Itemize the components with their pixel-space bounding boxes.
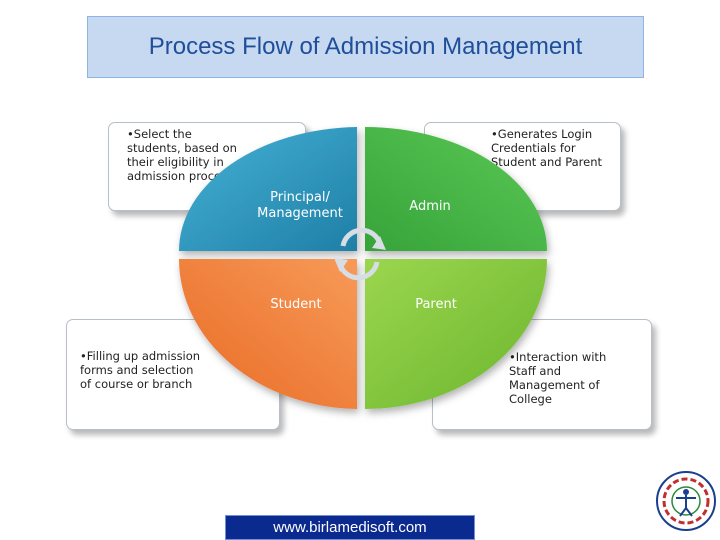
note-line: •Select the bbox=[127, 127, 192, 141]
company-logo-icon bbox=[656, 471, 716, 531]
footer-url: www.birlamedisoft.com bbox=[273, 519, 427, 536]
segment-label-admin: Admin bbox=[409, 199, 450, 214]
segment-student bbox=[179, 259, 357, 409]
segment-label-parent: Parent bbox=[415, 297, 457, 312]
segment-label-principal: Principal/Management bbox=[257, 190, 343, 221]
note-line: Credentials for bbox=[491, 141, 576, 155]
page-title: Process Flow of Admission Management bbox=[148, 33, 583, 60]
note-line: their eligibility in bbox=[127, 155, 224, 169]
footer-url-banner: www.birlamedisoft.com bbox=[225, 515, 475, 540]
cycle-arrows-icon bbox=[337, 227, 383, 281]
note-line: •Interaction with bbox=[509, 350, 607, 364]
note-line: College bbox=[509, 392, 552, 406]
note-line: Student and Parent bbox=[491, 155, 603, 169]
note-line: forms and selection bbox=[80, 363, 194, 377]
title-banner: Process Flow of Admission Management bbox=[87, 16, 644, 78]
note-line: of course or branch bbox=[80, 377, 193, 391]
segment-parent bbox=[365, 259, 547, 409]
note-line: Staff and bbox=[509, 364, 562, 378]
note-line: Management of bbox=[509, 378, 600, 392]
segment-principal bbox=[178, 127, 357, 251]
note-line: admission process bbox=[127, 169, 234, 183]
note-line: •Filling up admission bbox=[80, 349, 201, 363]
note-line: students, based on bbox=[127, 141, 237, 155]
note-line: •Generates Login bbox=[491, 127, 593, 141]
segment-admin bbox=[365, 127, 547, 251]
segment-label-student: Student bbox=[270, 297, 321, 312]
